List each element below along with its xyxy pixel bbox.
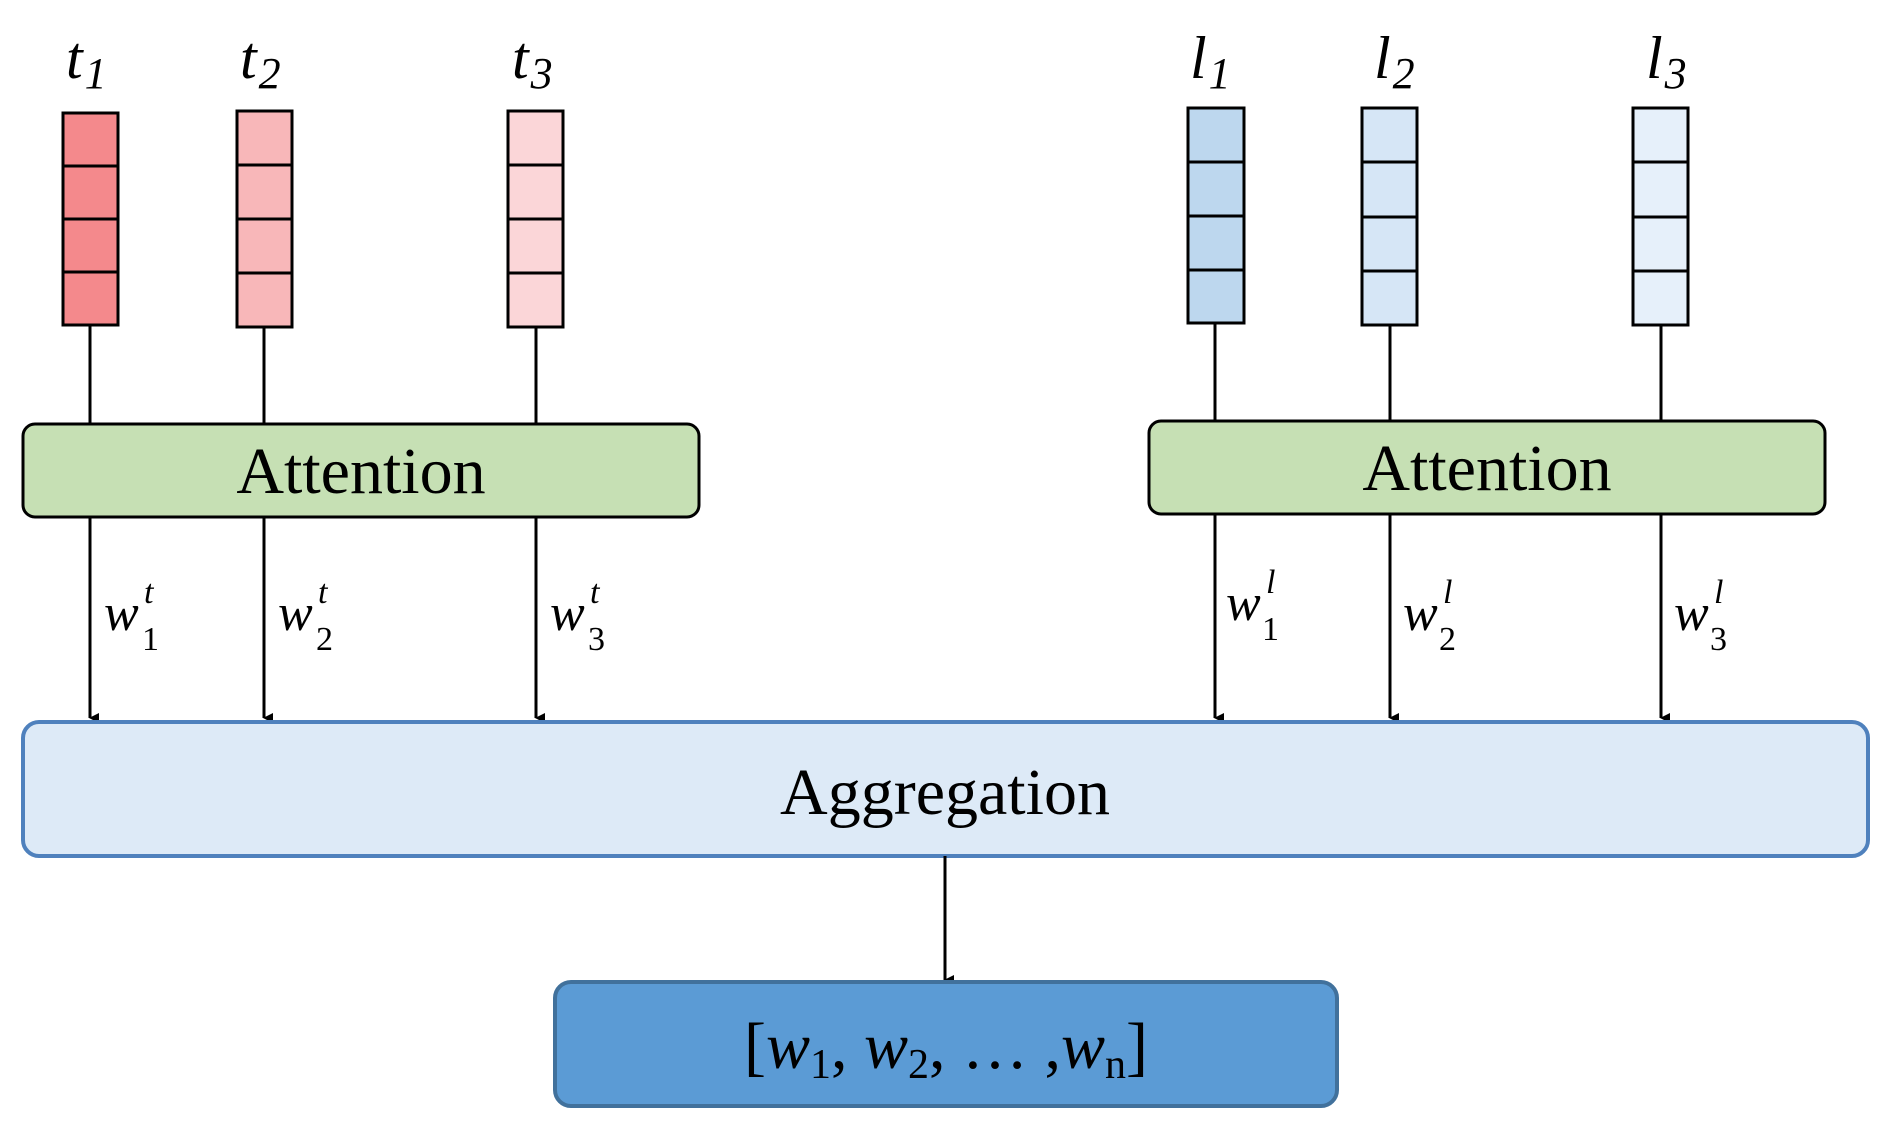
svg-text:3: 3	[588, 621, 605, 658]
attention-left-label: Attention	[236, 435, 485, 508]
t2-vector	[235, 109, 294, 329]
l3-label: l3	[1646, 25, 1687, 98]
w3t-label: w t 3	[550, 574, 605, 658]
attention-to-aggregation-arrows	[88, 514, 1670, 723]
output: [w1, w2, … ,wn]	[553, 980, 1339, 1108]
l1-label: l1	[1190, 25, 1231, 98]
t3-label: t3	[512, 25, 553, 98]
aggregation: Aggregation	[21, 720, 1870, 858]
l1-vector	[1186, 106, 1246, 325]
t1-vector	[61, 111, 120, 327]
input-labels: t1 t2 t3 l1 l2 l3	[66, 25, 1687, 98]
svg-text:l: l	[1714, 574, 1723, 611]
svg-text:w: w	[1674, 585, 1709, 642]
w2t-label: w t 2	[278, 574, 333, 658]
w3l-label: w l 3	[1674, 574, 1727, 658]
l3-vector	[1631, 106, 1690, 327]
svg-text:w: w	[550, 585, 585, 642]
output-box	[553, 980, 1339, 1108]
svg-text:w: w	[1226, 575, 1261, 632]
weight-labels: w t 1 w t 2 w t 3 w l 1 w l 2 w l 3	[104, 564, 1727, 658]
aggregation-label: Aggregation	[780, 756, 1110, 829]
output-label: [w1, w2, … ,wn]	[744, 1010, 1148, 1088]
t3-vector	[506, 109, 565, 329]
svg-text:2: 2	[316, 621, 333, 658]
svg-text:l: l	[1266, 564, 1275, 601]
attention-right-label: Attention	[1362, 432, 1611, 505]
attention-right-box	[1147, 419, 1827, 516]
t1-label: t1	[66, 25, 107, 98]
t2-label: t2	[240, 25, 281, 98]
l2-vector	[1360, 106, 1419, 327]
attention-left-box	[21, 422, 701, 519]
w1t-label: w t 1	[104, 574, 159, 658]
svg-text:t: t	[590, 574, 601, 611]
svg-text:w: w	[104, 585, 139, 642]
l2-label: l2	[1374, 25, 1415, 98]
w1l-label: w l 1	[1226, 564, 1279, 648]
svg-text:t: t	[144, 574, 155, 611]
svg-text:t: t	[318, 574, 329, 611]
vector-to-attention-lines	[88, 323, 1663, 424]
svg-text:3: 3	[1710, 621, 1727, 658]
svg-text:w: w	[1403, 585, 1438, 642]
svg-text:1: 1	[142, 621, 159, 658]
svg-text:1: 1	[1262, 611, 1279, 648]
svg-text:w: w	[278, 585, 313, 642]
t-vector-group	[61, 109, 565, 329]
svg-text:2: 2	[1439, 621, 1456, 658]
w2l-label: w l 2	[1403, 574, 1456, 658]
l-vector-group	[1186, 106, 1690, 327]
svg-text:l: l	[1443, 574, 1452, 611]
attention-left: Attention	[21, 422, 701, 519]
attention-right: Attention	[1147, 419, 1827, 516]
